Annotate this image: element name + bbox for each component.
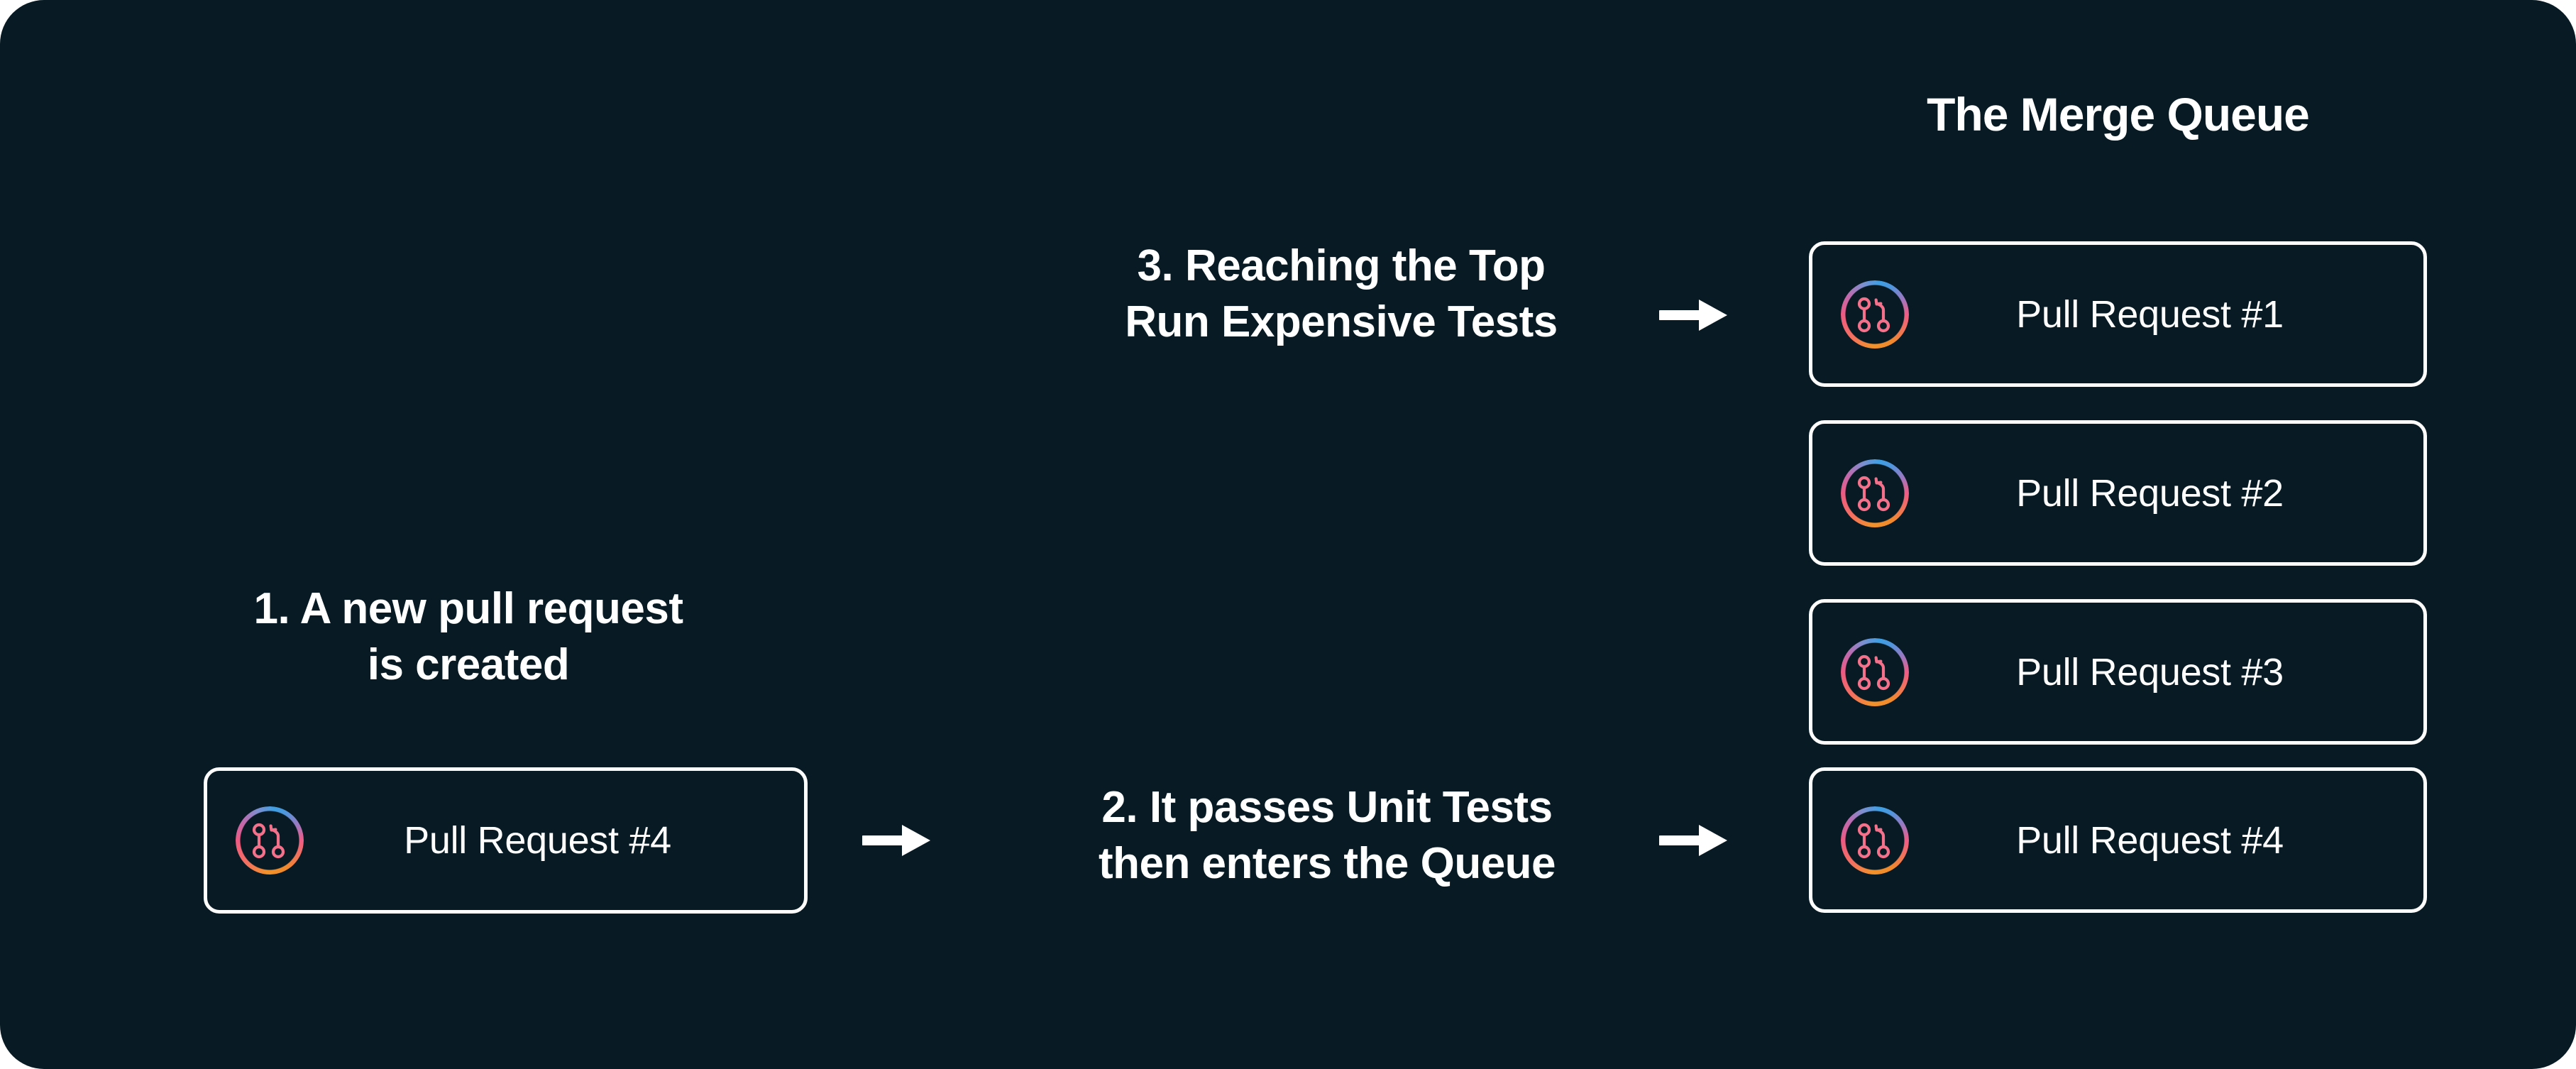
step-3-label: 3. Reaching the Top Run Expensive Tests (1125, 241, 1558, 347)
pull-request-card-label: Pull Request #4 (404, 819, 671, 862)
pull-request-icon (236, 806, 304, 875)
arrow-step2-to-queue-icon (1659, 825, 1727, 856)
queue-card-1[interactable]: Pull Request #1 (1809, 241, 2427, 387)
queue-card-1-label: Pull Request #1 (2016, 292, 2284, 336)
queue-card-3-label: Pull Request #3 (2016, 650, 2284, 694)
pull-request-glyph (1857, 476, 1890, 511)
gradient-ring (1841, 806, 1909, 875)
pull-request-glyph (1857, 297, 1890, 332)
pull-request-glyph (252, 823, 285, 859)
pull-request-icon (1841, 459, 1909, 527)
queue-card-2[interactable]: Pull Request #2 (1809, 420, 2427, 566)
gradient-ring (236, 806, 304, 875)
pull-request-glyph (1857, 823, 1890, 858)
arrow-card-to-step2-icon (862, 825, 930, 856)
pull-request-icon (1841, 806, 1909, 875)
pull-request-icon (1841, 637, 1909, 706)
gradient-ring (1841, 280, 1909, 349)
pull-request-glyph (1857, 654, 1890, 690)
queue-card-4[interactable]: Pull Request #4 (1809, 767, 2427, 913)
step-1-label: 1. A new pull request is created (253, 584, 683, 690)
queue-title: The Merge Queue (1927, 88, 2310, 141)
queue-card-4-label: Pull Request #4 (2016, 818, 2284, 862)
queue-card-2-label: Pull Request #2 (2016, 471, 2284, 515)
arrow-step3-to-queue-icon (1659, 300, 1727, 331)
queue-card-3[interactable]: Pull Request #3 (1809, 599, 2427, 745)
gradient-ring (1841, 459, 1909, 527)
step-2-label: 2. It passes Unit Tests then enters the … (1098, 783, 1556, 889)
gradient-ring (1841, 637, 1909, 706)
pull-request-icon (1841, 280, 1909, 349)
incoming-pull-request-card[interactable]: Pull Request #4 (204, 767, 808, 914)
